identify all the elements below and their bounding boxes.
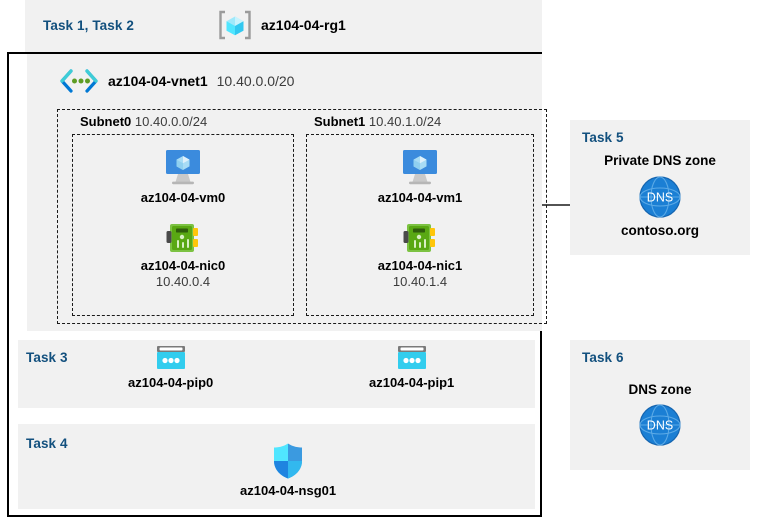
task-3-label: Task 3 [26,350,68,365]
dns-zone-icon: DNS [637,402,683,448]
vnet-name: az104-04-vnet1 [108,73,208,89]
task-6-panel: Task 6 DNS zone DNS [570,340,750,470]
task-5-panel: Task 5 Private DNS zone DNS contoso.org [570,120,750,255]
task-4-label: Task 4 [26,436,68,451]
nic1-node[interactable]: az104-04-nic1 10.40.1.4 [307,221,533,289]
subnet1-cidr: 10.40.1.0/24 [368,114,442,129]
task-1-2-header-panel: Task 1, Task 2 az104-04-rg1 [25,0,542,52]
svg-text:DNS: DNS [647,191,673,205]
private-dns-zone-name: contoso.org [621,223,699,238]
network-interface-icon [401,221,439,255]
vnet-panel: az104-04-vnet1 10.40.0.0/20 Subnet0 10.4… [27,54,547,331]
task-3-panel: Task 3 az104-04-pip0 [18,340,535,408]
public-ip-address-icon [395,344,429,372]
subnet0-name: Subnet0 [80,114,132,129]
task-4-panel: Task 4 az104-04-nsg01 [18,424,535,509]
nic0-ip: 10.40.0.4 [155,274,211,289]
network-interface-icon [164,221,202,255]
nic1-name: az104-04-nic1 [377,258,463,273]
dns-zone-node[interactable]: DNS [570,402,750,448]
subnet0-box: az104-04-vm0 [72,134,294,316]
private-dns-zone-heading: Private DNS zone [604,153,716,168]
resource-group-node[interactable]: az104-04-rg1 [218,9,346,41]
network-security-group-icon [271,442,305,480]
virtual-network-icon [59,69,99,93]
task-6-label: Task 6 [582,350,624,365]
pip1-node[interactable]: az104-04-pip1 [369,344,454,390]
vnet-frame: az104-04-vnet1 10.40.0.0/20 Subnet0 10.4… [7,52,547,517]
nsg-node[interactable]: az104-04-nsg01 [240,442,336,498]
pip0-name: az104-04-pip0 [128,375,214,390]
resource-group-name: az104-04-rg1 [261,17,346,33]
pip1-name: az104-04-pip1 [369,375,455,390]
virtual-machine-icon [397,147,443,187]
subnet1-title: Subnet1 10.40.1.0/24 [314,114,441,129]
dns-zone-heading: DNS zone [628,382,692,397]
nsg-name: az104-04-nsg01 [240,483,337,498]
task-5-label: Task 5 [582,130,624,145]
vnet-node[interactable]: az104-04-vnet1 10.40.0.0/20 [59,69,294,93]
dns-zone-icon: DNS [637,174,683,220]
subnet1-name: Subnet1 [314,114,366,129]
nic0-name: az104-04-nic0 [140,258,226,273]
nic1-ip: 10.40.1.4 [392,274,448,289]
vm1-name: az104-04-vm1 [377,190,463,205]
private-dns-zone-node[interactable]: DNS contoso.org [570,174,750,238]
nic0-node[interactable]: az104-04-nic0 10.40.0.4 [73,221,293,289]
svg-text:DNS: DNS [647,419,673,433]
vm0-name: az104-04-vm0 [140,190,226,205]
subnet0-title: Subnet0 10.40.0.0/24 [80,114,207,129]
subnet1-box: az104-04-vm1 [306,134,534,316]
subnet0-cidr: 10.40.0.0/24 [134,114,208,129]
vnet-address-space-box: Subnet0 10.40.0.0/24 [57,109,547,324]
vm1-node[interactable]: az104-04-vm1 [307,147,533,205]
resource-group-icon [218,9,252,41]
public-ip-address-icon [154,344,188,372]
task-1-2-label: Task 1, Task 2 [43,18,134,33]
vm0-node[interactable]: az104-04-vm0 [73,147,293,205]
virtual-machine-icon [160,147,206,187]
pip0-node[interactable]: az104-04-pip0 [128,344,213,390]
vnet-cidr: 10.40.0.0/20 [216,73,295,89]
